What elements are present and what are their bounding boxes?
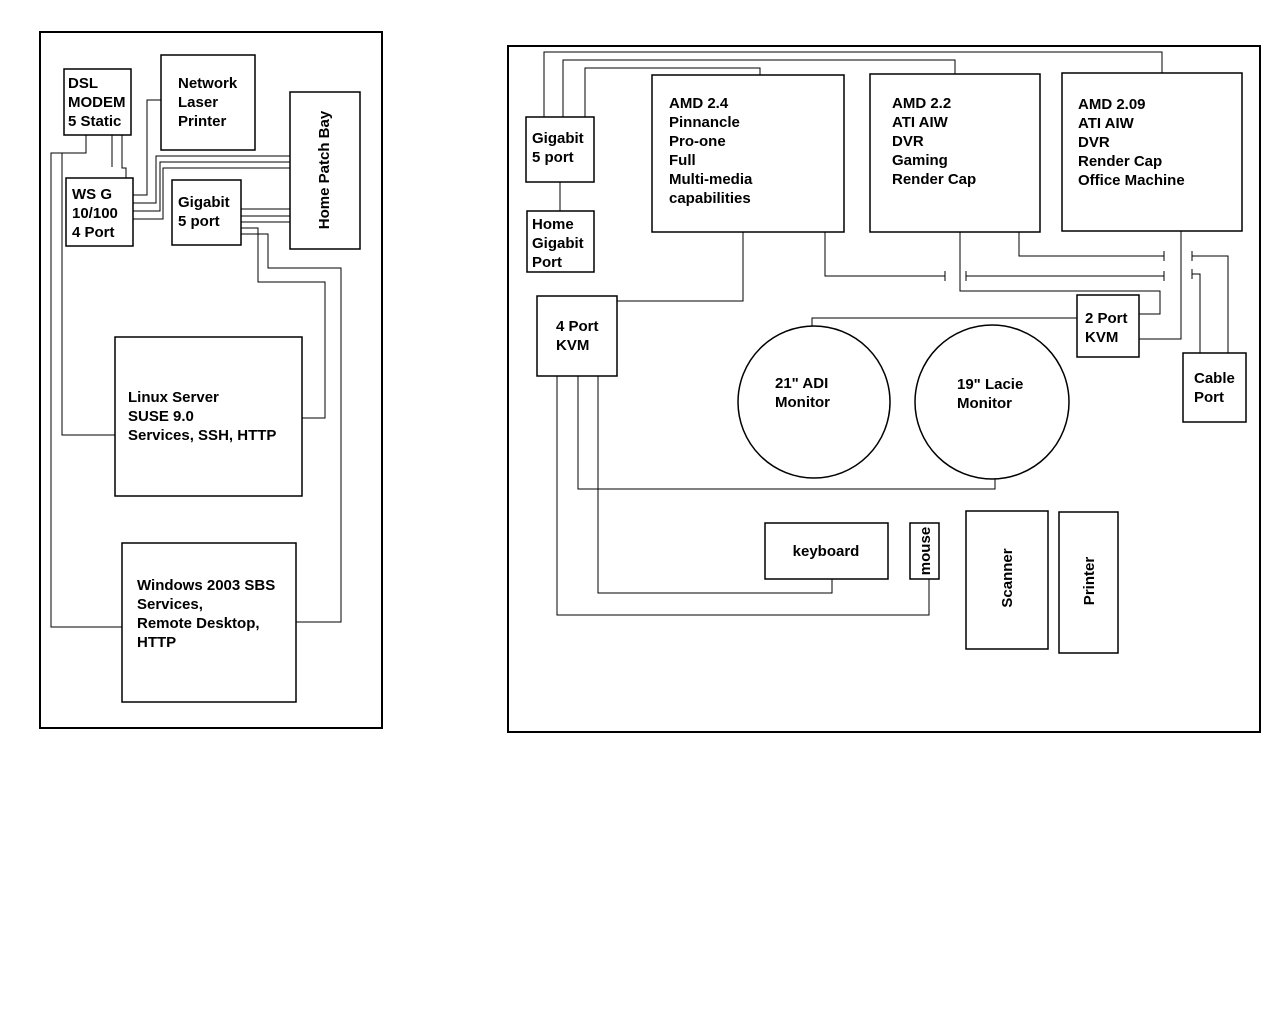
amd-209-line-3: DVR — [1078, 134, 1110, 151]
home-network-wires — [50, 99, 342, 628]
home-patch-bay-label: Home Patch Bay — [316, 110, 333, 229]
kvm-4-line-2: KVM — [556, 337, 589, 354]
desk-gigabit-line-1: Gigabit — [532, 130, 584, 147]
amd-22-line-3: DVR — [892, 133, 924, 150]
monitor-19-line-2: Monitor — [957, 395, 1012, 412]
ws-g-line-3: 4 Port — [72, 224, 115, 241]
mouse: mouse — [909, 522, 940, 580]
amd-24-line-5: Multi-media — [669, 171, 753, 188]
amd-22-line-5: Render Cap — [892, 171, 976, 188]
desk-gigabit-switch: Gigabit 5 port — [525, 116, 595, 183]
amd-22-line-4: Gaming — [892, 152, 948, 169]
amd-24-line-2: Pinnancle — [669, 114, 740, 131]
home-gigabit-line-1: Gigabit — [178, 194, 230, 211]
amd-209-line-5: Office Machine — [1078, 172, 1185, 189]
dsl-modem-line-2: MODEM — [68, 94, 126, 111]
monitor-21-line-2: Monitor — [775, 394, 830, 411]
home-gigabit-switch: Gigabit 5 port — [171, 179, 242, 246]
scanner: Scanner — [965, 510, 1049, 650]
home-network-frame — [39, 31, 383, 729]
cable-port-line-1: Cable — [1194, 370, 1235, 387]
monitor-21-adi: 21" ADI Monitor — [737, 325, 891, 479]
mouse-label: mouse — [917, 527, 934, 575]
home-gigabit-port-line-2: Gigabit — [532, 235, 584, 252]
desk-setup-frame — [507, 45, 1261, 733]
home-gigabit-line-2: 5 port — [178, 213, 220, 230]
printer: Printer — [1058, 511, 1119, 654]
home-patch-bay: Home Patch Bay — [289, 91, 361, 250]
linux-server-line-2: SUSE 9.0 — [128, 408, 194, 425]
dsl-modem-line-3: 5 Static — [68, 113, 121, 130]
network-printer-line-3: Printer — [178, 113, 227, 130]
kvm-2-line-1: 2 Port — [1085, 310, 1128, 327]
network-printer-line-1: Network — [178, 75, 238, 92]
kvm-2-line-2: KVM — [1085, 329, 1118, 346]
linux-server-line-3: Services, SSH, HTTP — [128, 427, 276, 444]
amd-22-line-1: AMD 2.2 — [892, 95, 951, 112]
dsl-modem-line-1: DSL — [68, 75, 98, 92]
home-gigabit-port-line-1: Home — [532, 216, 574, 233]
amd-209-line-1: AMD 2.09 — [1078, 96, 1146, 113]
keyboard: keyboard — [764, 522, 889, 580]
windows-server-line-4: HTTP — [137, 634, 176, 651]
amd-209-line-2: ATI AIW — [1078, 115, 1135, 132]
amd-24-line-6: capabilities — [669, 190, 751, 207]
desk-setup-wires — [543, 51, 1229, 616]
network-printer-line-2: Laser — [178, 94, 218, 111]
cable-port-line-2: Port — [1194, 389, 1224, 406]
linux-server-line-1: Linux Server — [128, 389, 219, 406]
dsl-modem: DSL MODEM 5 Static — [63, 68, 132, 136]
ws-g-line-1: WS G — [72, 186, 112, 203]
monitor-19-line-1: 19" Lacie — [957, 376, 1023, 393]
amd-24-line-4: Full — [669, 152, 696, 169]
windows-server-line-2: Services, — [137, 596, 203, 613]
amd-24-line-3: Pro-one — [669, 133, 726, 150]
scanner-label: Scanner — [999, 548, 1016, 607]
amd-209-line-4: Render Cap — [1078, 153, 1162, 170]
ws-g-line-2: 10/100 — [72, 205, 118, 222]
keyboard-label: keyboard — [793, 543, 860, 560]
printer-label: Printer — [1081, 557, 1098, 606]
home-gigabit-port-line-3: Port — [532, 254, 562, 271]
ws-g-router: WS G 10/100 4 Port — [65, 177, 134, 247]
windows-server: Windows 2003 SBS Services, Remote Desktop,… — [121, 542, 297, 703]
monitor-21-line-1: 21" ADI — [775, 375, 828, 392]
windows-server-line-3: Remote Desktop, — [137, 615, 260, 632]
kvm-4-line-1: 4 Port — [556, 318, 599, 335]
windows-server-line-1: Windows 2003 SBS — [137, 577, 275, 594]
amd-24-line-1: AMD 2.4 — [669, 95, 729, 112]
amd-22-line-2: ATI AIW — [892, 114, 949, 131]
desk-gigabit-line-2: 5 port — [532, 149, 574, 166]
